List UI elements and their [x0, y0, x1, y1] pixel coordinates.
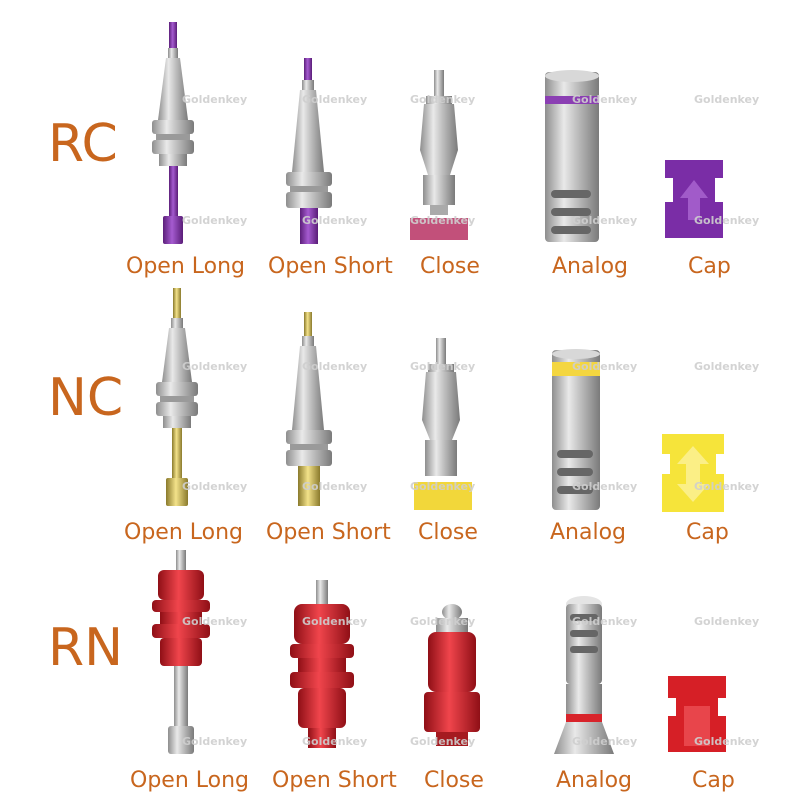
- watermark: Goldenkey: [302, 93, 368, 106]
- rn-close-image: [424, 604, 480, 746]
- watermark: Goldenkey: [572, 360, 638, 373]
- rn-open-short-label: Open Short: [272, 768, 397, 793]
- watermark: Goldenkey: [182, 615, 248, 628]
- nc-close-label: Close: [418, 520, 478, 545]
- nc-open-short-image: [286, 312, 332, 506]
- rn-cap-image: [668, 676, 726, 752]
- rn-open-long-label: Open Long: [130, 768, 249, 793]
- watermark: Goldenkey: [302, 735, 368, 748]
- rc-open-short-label: Open Short: [268, 254, 393, 279]
- watermark: Goldenkey: [694, 214, 760, 227]
- rn-open-long-image: [152, 550, 210, 754]
- watermark: Goldenkey: [694, 93, 760, 106]
- watermark: Goldenkey: [572, 480, 638, 493]
- row-label-nc: NC: [48, 368, 124, 428]
- nc-analog-label: Analog: [550, 520, 627, 545]
- rn-analog-image: [554, 596, 614, 754]
- rc-analog-label: Analog: [552, 254, 629, 279]
- watermark: Goldenkey: [182, 214, 248, 227]
- watermark: Goldenkey: [572, 93, 638, 106]
- watermark: Goldenkey: [694, 735, 760, 748]
- nc-open-short-label: Open Short: [266, 520, 391, 545]
- watermark: Goldenkey: [302, 360, 368, 373]
- watermark: Goldenkey: [694, 360, 760, 373]
- watermark: Goldenkey: [572, 735, 638, 748]
- row-label-rn: RN: [48, 618, 124, 678]
- watermark: Goldenkey: [572, 214, 638, 227]
- watermark: Goldenkey: [302, 480, 368, 493]
- watermark: Goldenkey: [694, 480, 760, 493]
- rc-close-image: [410, 70, 468, 240]
- rc-open-long-image: [152, 22, 194, 244]
- watermark: Goldenkey: [410, 735, 476, 748]
- watermark: Goldenkey: [410, 93, 476, 106]
- rc-close-label: Close: [420, 254, 480, 279]
- rn-open-short-image: [290, 580, 354, 748]
- nc-open-long-label: Open Long: [124, 520, 243, 545]
- watermark: Goldenkey: [182, 93, 248, 106]
- rn-analog-label: Analog: [556, 768, 633, 793]
- watermark: Goldenkey: [410, 480, 476, 493]
- rn-close-label: Close: [424, 768, 484, 793]
- row-label-rc: RC: [48, 114, 118, 174]
- watermark: Goldenkey: [410, 214, 476, 227]
- nc-analog-image: [552, 349, 600, 510]
- rc-open-long-label: Open Long: [126, 254, 245, 279]
- nc-cap-image: [662, 434, 724, 512]
- watermark: Goldenkey: [410, 615, 476, 628]
- rc-analog-image: [545, 70, 599, 242]
- rn-cap-label: Cap: [692, 768, 735, 793]
- nc-open-long-image: [156, 288, 198, 506]
- watermark: Goldenkey: [572, 615, 638, 628]
- nc-cap-label: Cap: [686, 520, 729, 545]
- nc-close-image: [414, 338, 472, 510]
- rc-cap-image: [665, 160, 723, 238]
- watermark: Goldenkey: [302, 214, 368, 227]
- watermark: Goldenkey: [302, 615, 368, 628]
- rc-open-short-image: [286, 58, 332, 244]
- watermark: Goldenkey: [694, 615, 760, 628]
- watermark: Goldenkey: [410, 360, 476, 373]
- watermark: Goldenkey: [182, 360, 248, 373]
- watermark: Goldenkey: [182, 735, 248, 748]
- watermark: Goldenkey: [182, 480, 248, 493]
- rc-cap-label: Cap: [688, 254, 731, 279]
